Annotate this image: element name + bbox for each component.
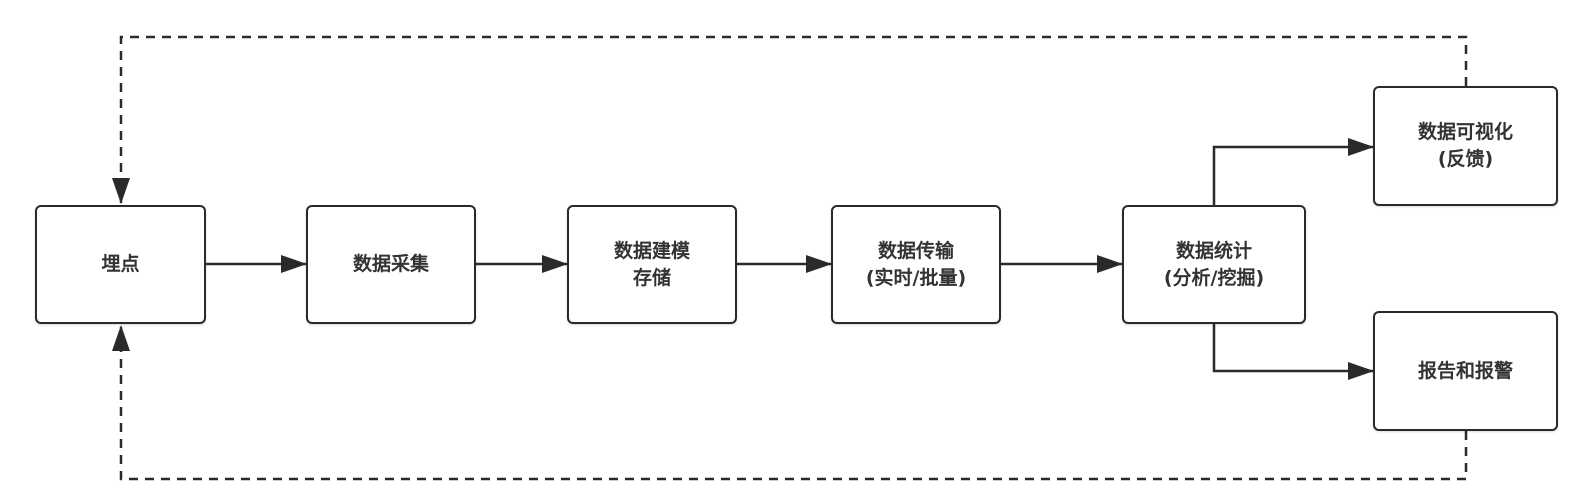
node-data-transfer-sublabel: (实时/批量) — [865, 266, 967, 289]
node-maidian-label: 埋点 — [101, 253, 140, 275]
node-data-visualization-sublabel: (反馈) — [1437, 148, 1494, 170]
node-data-transfer: 数据传输 (实时/批量) — [831, 205, 1001, 324]
node-data-model-sublabel: 存储 — [632, 266, 671, 289]
node-data-transfer-label: 数据传输 — [877, 239, 954, 262]
node-data-model-label: 数据建模 — [613, 239, 690, 262]
node-data-visualization: 数据可视化 (反馈) — [1373, 86, 1558, 206]
node-data-stats-sublabel: (分析/挖掘) — [1163, 266, 1265, 289]
dashed-feedback-bottom — [112, 325, 1468, 481]
node-data-stats-label: 数据统计 — [1175, 239, 1252, 262]
node-maidian: 埋点 — [35, 205, 206, 324]
dashed-feedback-top — [112, 35, 1468, 204]
node-report-alert: 报告和报警 — [1373, 311, 1558, 431]
arrow-stats-to-visual — [1212, 138, 1374, 205]
node-data-visualization-label: 数据可视化 — [1417, 121, 1513, 143]
node-data-collect: 数据采集 — [306, 205, 476, 324]
node-report-alert-label: 报告和报警 — [1417, 359, 1513, 382]
node-data-stats: 数据统计 (分析/挖掘) — [1122, 205, 1306, 324]
node-data-model-storage: 数据建模 存储 — [567, 205, 737, 324]
arrow-stats-to-report — [1212, 324, 1374, 380]
node-data-collect-label: 数据采集 — [352, 253, 429, 275]
